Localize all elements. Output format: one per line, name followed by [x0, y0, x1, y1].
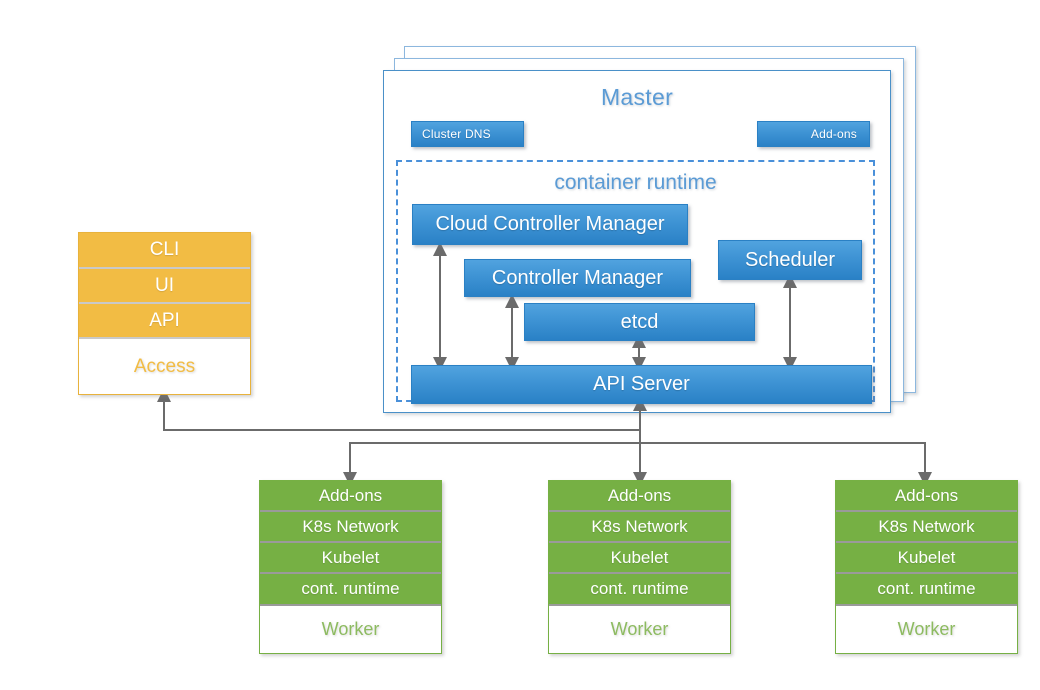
worker-2-row-runtime-label: cont. runtime	[590, 579, 689, 598]
worker-2-row-network-label: K8s Network	[591, 516, 688, 536]
worker-3-row-addons-label: Add-ons	[894, 485, 959, 505]
access-row-api-label: API	[149, 309, 180, 331]
worker-1-footer-label: Worker	[321, 619, 380, 639]
master-title: Master	[600, 84, 674, 110]
access-row-cli-label: CLI	[149, 239, 180, 260]
controller-manager-box[interactable]: Controller Manager	[464, 259, 691, 297]
worker-3-footer-label: Worker	[897, 619, 956, 639]
scheduler-label: Scheduler	[744, 248, 836, 271]
worker-3-row-kubelet-label: Kubelet	[897, 547, 956, 567]
container-runtime-title: container runtime	[554, 171, 717, 194]
access-row-ui-label: UI	[155, 274, 174, 296]
worker-3-row-kubelet[interactable]: Kubelet	[836, 543, 1017, 574]
access-row-ui[interactable]: UI	[79, 269, 250, 304]
etcd-box[interactable]: etcd	[524, 303, 755, 341]
worker-3-row-runtime[interactable]: cont. runtime	[836, 574, 1017, 606]
worker-2-row-addons-label: Add-ons	[607, 485, 672, 505]
worker-2-row-network[interactable]: K8s Network	[549, 512, 730, 543]
etcd-label: etcd	[620, 310, 659, 333]
worker-2-row-kubelet[interactable]: Kubelet	[549, 543, 730, 574]
worker-2-row-runtime[interactable]: cont. runtime	[549, 574, 730, 606]
worker-3-row-network[interactable]: K8s Network	[836, 512, 1017, 543]
master-addons-label: Add-ons	[810, 127, 857, 141]
worker-1-row-runtime[interactable]: cont. runtime	[260, 574, 441, 606]
worker-1-row-runtime-label: cont. runtime	[301, 579, 400, 598]
controller-manager-label: Controller Manager	[491, 266, 664, 289]
scheduler-box[interactable]: Scheduler	[718, 240, 862, 280]
worker-node-3: Add-ons K8s Network Kubelet cont. runtim…	[835, 480, 1018, 654]
worker-1-row-addons[interactable]: Add-ons	[260, 481, 441, 512]
cluster-dns-label: Cluster DNS	[422, 127, 491, 141]
cloud-controller-manager-label: Cloud Controller Manager	[435, 213, 665, 235]
cloud-controller-manager-box[interactable]: Cloud Controller Manager	[412, 204, 688, 245]
worker-1-row-kubelet-label: Kubelet	[321, 547, 380, 567]
worker-1-row-network[interactable]: K8s Network	[260, 512, 441, 543]
access-row-cli[interactable]: CLI	[79, 233, 250, 269]
cluster-dns-box[interactable]: Cluster DNS	[411, 121, 524, 147]
worker-2-row-addons[interactable]: Add-ons	[549, 481, 730, 512]
access-footer-label: Access	[133, 355, 196, 377]
access-row-api[interactable]: API	[79, 304, 250, 339]
worker-2-footer-label: Worker	[610, 619, 669, 639]
access-footer: Access	[79, 339, 250, 394]
api-server-box[interactable]: API Server	[411, 365, 872, 404]
master-addons-box[interactable]: Add-ons	[757, 121, 870, 147]
worker-1-row-addons-label: Add-ons	[318, 485, 383, 505]
access-stack: CLI UI API Access	[78, 232, 251, 395]
worker-1-row-kubelet[interactable]: Kubelet	[260, 543, 441, 574]
worker-2-row-kubelet-label: Kubelet	[610, 547, 669, 567]
worker-1-row-network-label: K8s Network	[302, 516, 399, 536]
worker-3-row-addons[interactable]: Add-ons	[836, 481, 1017, 512]
worker-3-footer: Worker	[836, 606, 1017, 653]
worker-2-footer: Worker	[549, 606, 730, 653]
worker-3-row-runtime-label: cont. runtime	[877, 579, 976, 598]
worker-3-row-network-label: K8s Network	[878, 516, 975, 536]
worker-node-1: Add-ons K8s Network Kubelet cont. runtim…	[259, 480, 442, 654]
worker-node-2: Add-ons K8s Network Kubelet cont. runtim…	[548, 480, 731, 654]
worker-1-footer: Worker	[260, 606, 441, 653]
api-server-label: API Server	[593, 373, 690, 395]
